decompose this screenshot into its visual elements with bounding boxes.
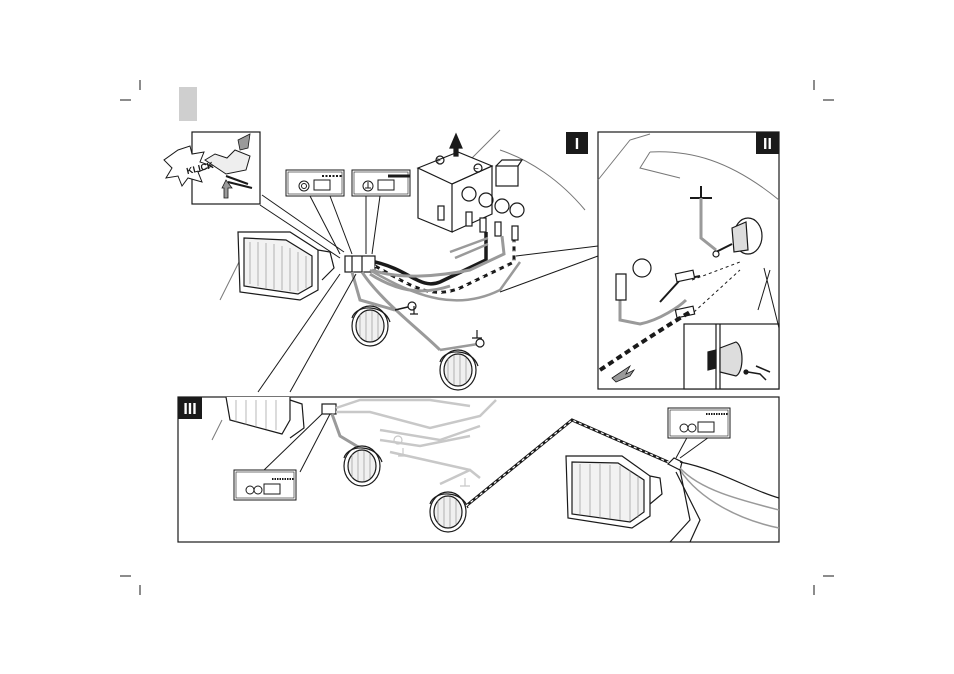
- label-box-3: [234, 470, 296, 500]
- fog-lamp-icon: [352, 306, 390, 346]
- panel-main: + −: [220, 130, 598, 392]
- headlamp-left: [238, 232, 334, 300]
- panel-label-2: II: [756, 132, 779, 154]
- panel-label-3: III: [178, 397, 202, 419]
- klick-inset: KLICK: [164, 132, 260, 204]
- fog-lamp-icon: [440, 350, 478, 390]
- ground-symbol-icon: [472, 330, 482, 338]
- svg-text:I: I: [575, 136, 579, 153]
- step-box: [179, 87, 197, 121]
- relay: [496, 166, 518, 186]
- svg-text:II: II: [763, 136, 772, 153]
- battery-minus-label: −: [473, 164, 479, 175]
- label-box-4: [668, 408, 730, 438]
- battery-plus-label: +: [435, 156, 441, 167]
- label-box-1: [286, 170, 344, 196]
- panel-2: [598, 132, 779, 389]
- panel-label-1: I: [566, 132, 588, 154]
- label-box-2: [352, 170, 410, 196]
- svg-text:III: III: [183, 401, 196, 418]
